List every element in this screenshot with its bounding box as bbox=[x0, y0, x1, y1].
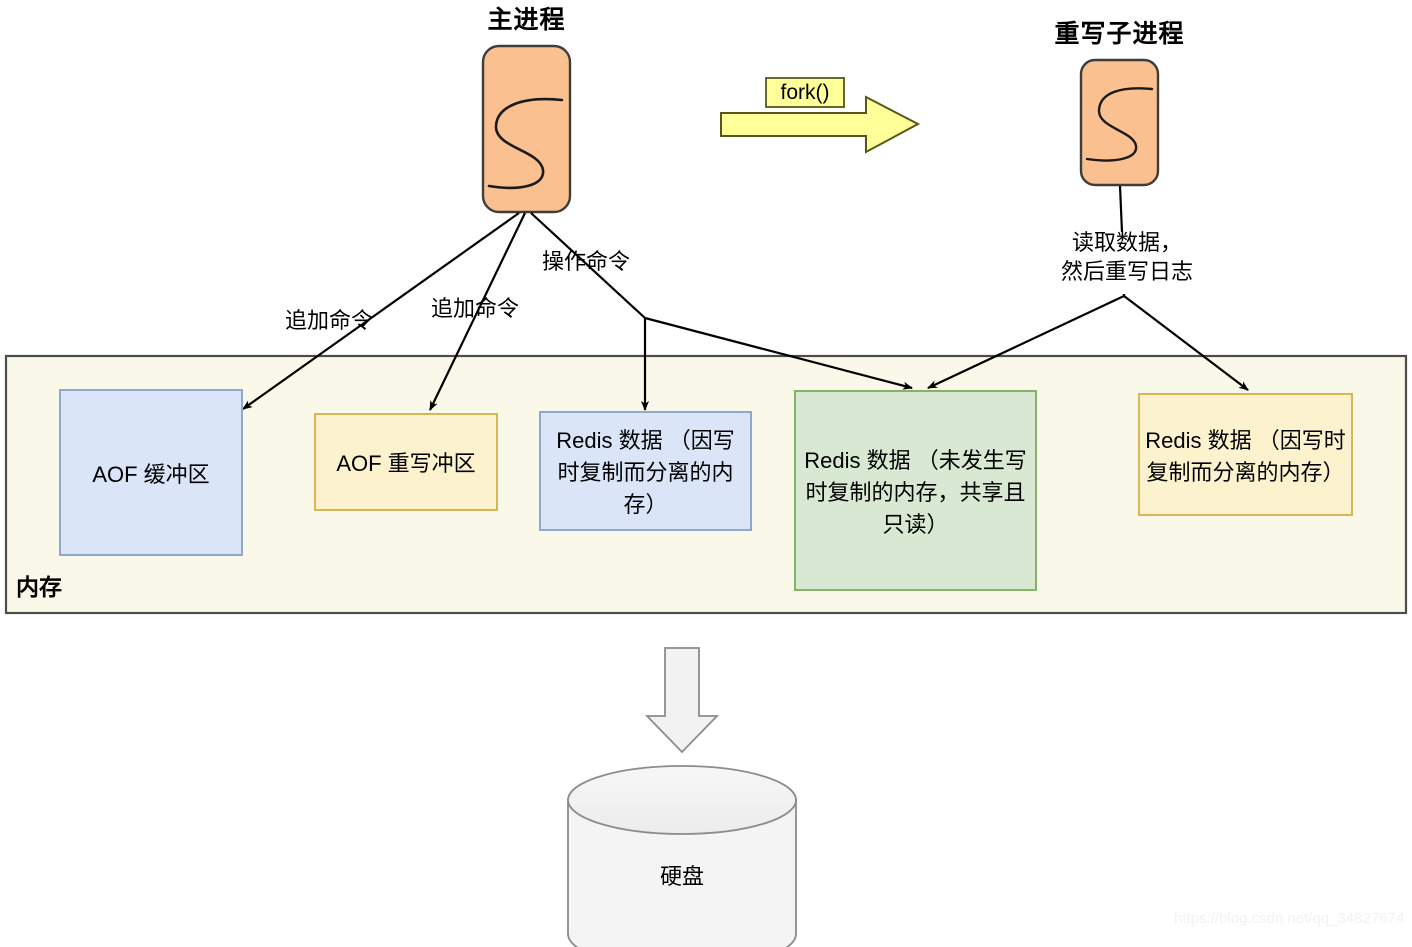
edge-label-operate-command: 操作命令 bbox=[541, 249, 630, 274]
watermark-text: https://blog.csdn.net/qq_34827674 bbox=[1174, 910, 1405, 927]
child-process-s-glyph bbox=[1085, 87, 1154, 162]
redis-data-cow-right-label-wrap[interactable]: Redis 数据 （因写时复制而分离的内存） bbox=[1139, 394, 1352, 515]
fork-label: fork() bbox=[780, 81, 830, 104]
edge-label-child-read-rewrite: 读取数据， 然后重写日志 bbox=[1060, 230, 1193, 285]
redis-data-shared-label-wrap[interactable]: Redis 数据 （未发生写时复制的内存，共享且只读） bbox=[795, 391, 1036, 590]
aof-rewrite-buffer-label: AOF 重写冲区 bbox=[336, 451, 476, 476]
memory-to-disk-arrow bbox=[644, 647, 720, 754]
edge-operate-to-redis-shared bbox=[644, 316, 913, 390]
redis-data-cow-right-label: Redis 数据 （因写时复制而分离的内存） bbox=[1145, 427, 1346, 485]
memory-region-label: 内存 bbox=[16, 574, 62, 600]
main-process-s-glyph bbox=[487, 97, 564, 190]
disk-label-wrap[interactable]: 硬盘 bbox=[568, 845, 796, 905]
child-process-title: 重写子进程 bbox=[1054, 20, 1185, 48]
disk-label: 硬盘 bbox=[659, 864, 704, 889]
aof-buffer-label: AOF 缓冲区 bbox=[92, 461, 210, 487]
redis-data-cow-left-label: Redis 数据 （因写时复制而分离的内存） bbox=[556, 428, 735, 517]
child-process-box[interactable] bbox=[1079, 58, 1160, 187]
edge-child-to-redis-shared bbox=[927, 295, 1125, 389]
aof-rewrite-buffer-label-wrap[interactable]: AOF 重写冲区 bbox=[315, 414, 497, 510]
edge-child-trunk bbox=[1118, 185, 1124, 233]
redis-data-cow-left-label-wrap[interactable]: Redis 数据 （因写时复制而分离的内存） bbox=[540, 412, 751, 530]
edge-label-append-command-1: 追加命令 bbox=[284, 308, 373, 333]
edge-label-append-command-2: 追加命令 bbox=[430, 296, 519, 321]
edge-child-to-redis-cow-right bbox=[1123, 295, 1249, 391]
aof-buffer-label-wrap[interactable]: AOF 缓冲区 bbox=[60, 390, 242, 555]
redis-data-shared-label: Redis 数据 （未发生写时复制的内存，共享且只读） bbox=[804, 447, 1027, 537]
main-process-title: 主进程 bbox=[487, 6, 566, 34]
disk-cylinder-top bbox=[567, 765, 797, 835]
main-process-box[interactable] bbox=[481, 44, 572, 214]
